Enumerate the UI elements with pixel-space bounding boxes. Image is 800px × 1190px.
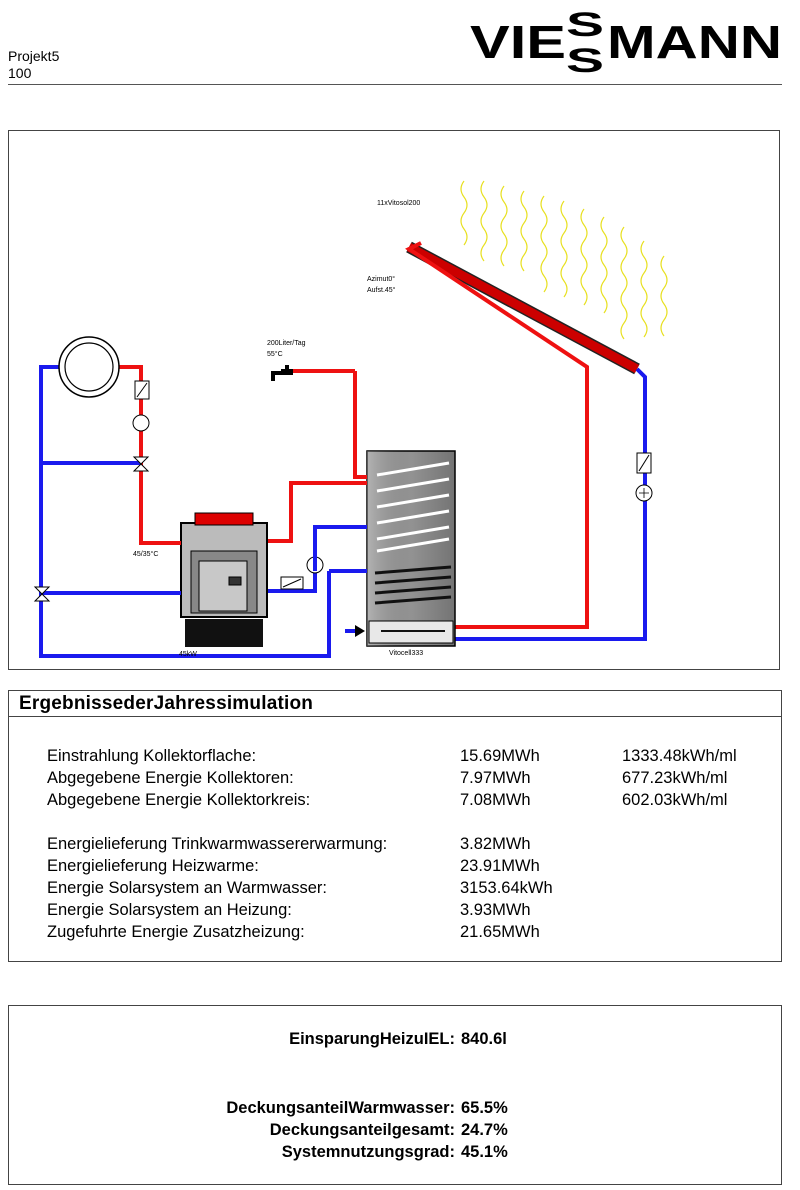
results-row: Abgegebene Energie Kollektoren: 7.97MWh …	[9, 767, 781, 789]
heating-temp: 45/35°C	[133, 550, 158, 558]
summary-row: DeckungsanteilWarmwasser: 65.5%	[9, 1097, 781, 1119]
results-label: Einstrahlung Kollektorflache:	[47, 747, 257, 765]
dhw-pipe	[353, 371, 367, 479]
boiler-power: 45kW	[179, 651, 197, 658]
svg-text:S: S	[566, 6, 604, 44]
summary-panel: EinsparungHeizuIEL: 840.6l Deckungsantei…	[8, 1005, 782, 1185]
summary-value: 840.6l	[461, 1030, 507, 1048]
results-row: Abgegebene Energie Kollektorkreis: 7.08M…	[9, 789, 781, 811]
results-label: Abgegebene Energie Kollektorkreis:	[47, 791, 311, 809]
tap-icon	[271, 365, 293, 381]
heating-three-way-valve	[33, 586, 51, 602]
results-row: Energielieferung Heizwarme: 23.91MWh	[9, 855, 781, 877]
results-value: 3153.64kWh	[460, 879, 553, 897]
summary-label: EinsparungHeizuIEL:	[289, 1030, 455, 1048]
svg-text:S: S	[566, 42, 604, 78]
results-row: Energie Solarsystem an Heizung: 3.93MWh	[9, 899, 781, 921]
results-value: 7.97MWh	[460, 769, 531, 787]
project-number: 100	[8, 65, 32, 81]
hot-water-temp: 55°C	[267, 350, 283, 358]
project-header: Projekt5 100	[8, 48, 59, 82]
results-value: 21.65MWh	[460, 923, 540, 941]
hot-water-demand: 200Liter/Tag	[267, 340, 306, 347]
system-diagram: 11xVitosol200 Azimut0° Aufst.45°	[8, 130, 780, 670]
collector-tilt: Aufst.45°	[367, 286, 396, 294]
collector-label: 11xVitosol200	[377, 200, 420, 207]
summary-value: 65.5%	[461, 1099, 508, 1117]
results-row: Energie Solarsystem an Warmwasser: 3153.…	[9, 877, 781, 899]
results-value: 3.93MWh	[460, 901, 531, 919]
results-value-specific: 1333.48kWh/ml	[622, 747, 737, 765]
results-label: Energielieferung Trinkwarmwassererwarmun…	[47, 835, 388, 853]
collector-azimuth: Azimut0°	[367, 275, 395, 283]
svg-text:MANN: MANN	[607, 16, 782, 68]
results-panel: ErgebnissederJahressimulation Einstrahlu…	[8, 690, 782, 962]
results-value-specific: 602.03kWh/ml	[622, 791, 728, 809]
results-row: Energielieferung Trinkwarmwassererwarmun…	[9, 833, 781, 855]
results-row: Zugefuhrte Energie Zusatzheizung: 21.65M…	[9, 921, 781, 943]
summary-row: Deckungsanteilgesamt: 24.7%	[9, 1119, 781, 1141]
project-name: Projekt5	[8, 48, 60, 64]
storage-tank	[366, 450, 456, 647]
solar-collector	[406, 241, 640, 375]
results-label: Zugefuhrte Energie Zusatzheizung:	[47, 923, 305, 941]
results-value: 7.08MWh	[460, 791, 531, 809]
results-value: 23.91MWh	[460, 857, 540, 875]
header-divider	[8, 84, 782, 85]
storage-tank-label: Vitocell333	[389, 650, 423, 657]
sun-rays	[460, 180, 668, 340]
summary-row: Systemnutzungsgrad: 45.1%	[9, 1141, 781, 1163]
summary-label: Deckungsanteilgesamt:	[269, 1121, 455, 1139]
results-title: ErgebnissederJahressimulation	[9, 691, 781, 717]
heating-mixing-valve	[132, 456, 150, 472]
boiler	[180, 512, 268, 647]
results-label: Energie Solarsystem an Heizung:	[47, 901, 292, 919]
summary-label: DeckungsanteilWarmwasser:	[226, 1099, 455, 1117]
summary-value: 24.7%	[461, 1121, 508, 1139]
results-row: Einstrahlung Kollektorflache: 15.69MWh 1…	[9, 745, 781, 767]
results-label: Energielieferung Heizwarme:	[47, 857, 259, 875]
results-value: 15.69MWh	[460, 747, 540, 765]
results-label: Energie Solarsystem an Warmwasser:	[47, 879, 327, 897]
summary-row: EinsparungHeizuIEL: 840.6l	[9, 1028, 781, 1050]
summary-label: Systemnutzungsgrad:	[281, 1143, 455, 1161]
collector-cold-pipe	[455, 367, 647, 641]
svg-text:VIE: VIE	[470, 16, 566, 68]
summary-value: 45.1%	[461, 1143, 508, 1161]
collector-hot-pipe	[405, 241, 589, 629]
results-value-specific: 677.23kWh/ml	[622, 769, 728, 787]
system-diagram-canvas: 11xVitosol200 Azimut0° Aufst.45°	[33, 180, 668, 658]
viessmann-logo: VIE S S MANN	[470, 6, 782, 78]
results-label: Abgegebene Energie Kollektoren:	[47, 769, 294, 787]
heating-pump	[132, 414, 150, 432]
heating-flow-pipe	[119, 365, 181, 545]
results-value: 3.82MWh	[460, 835, 531, 853]
